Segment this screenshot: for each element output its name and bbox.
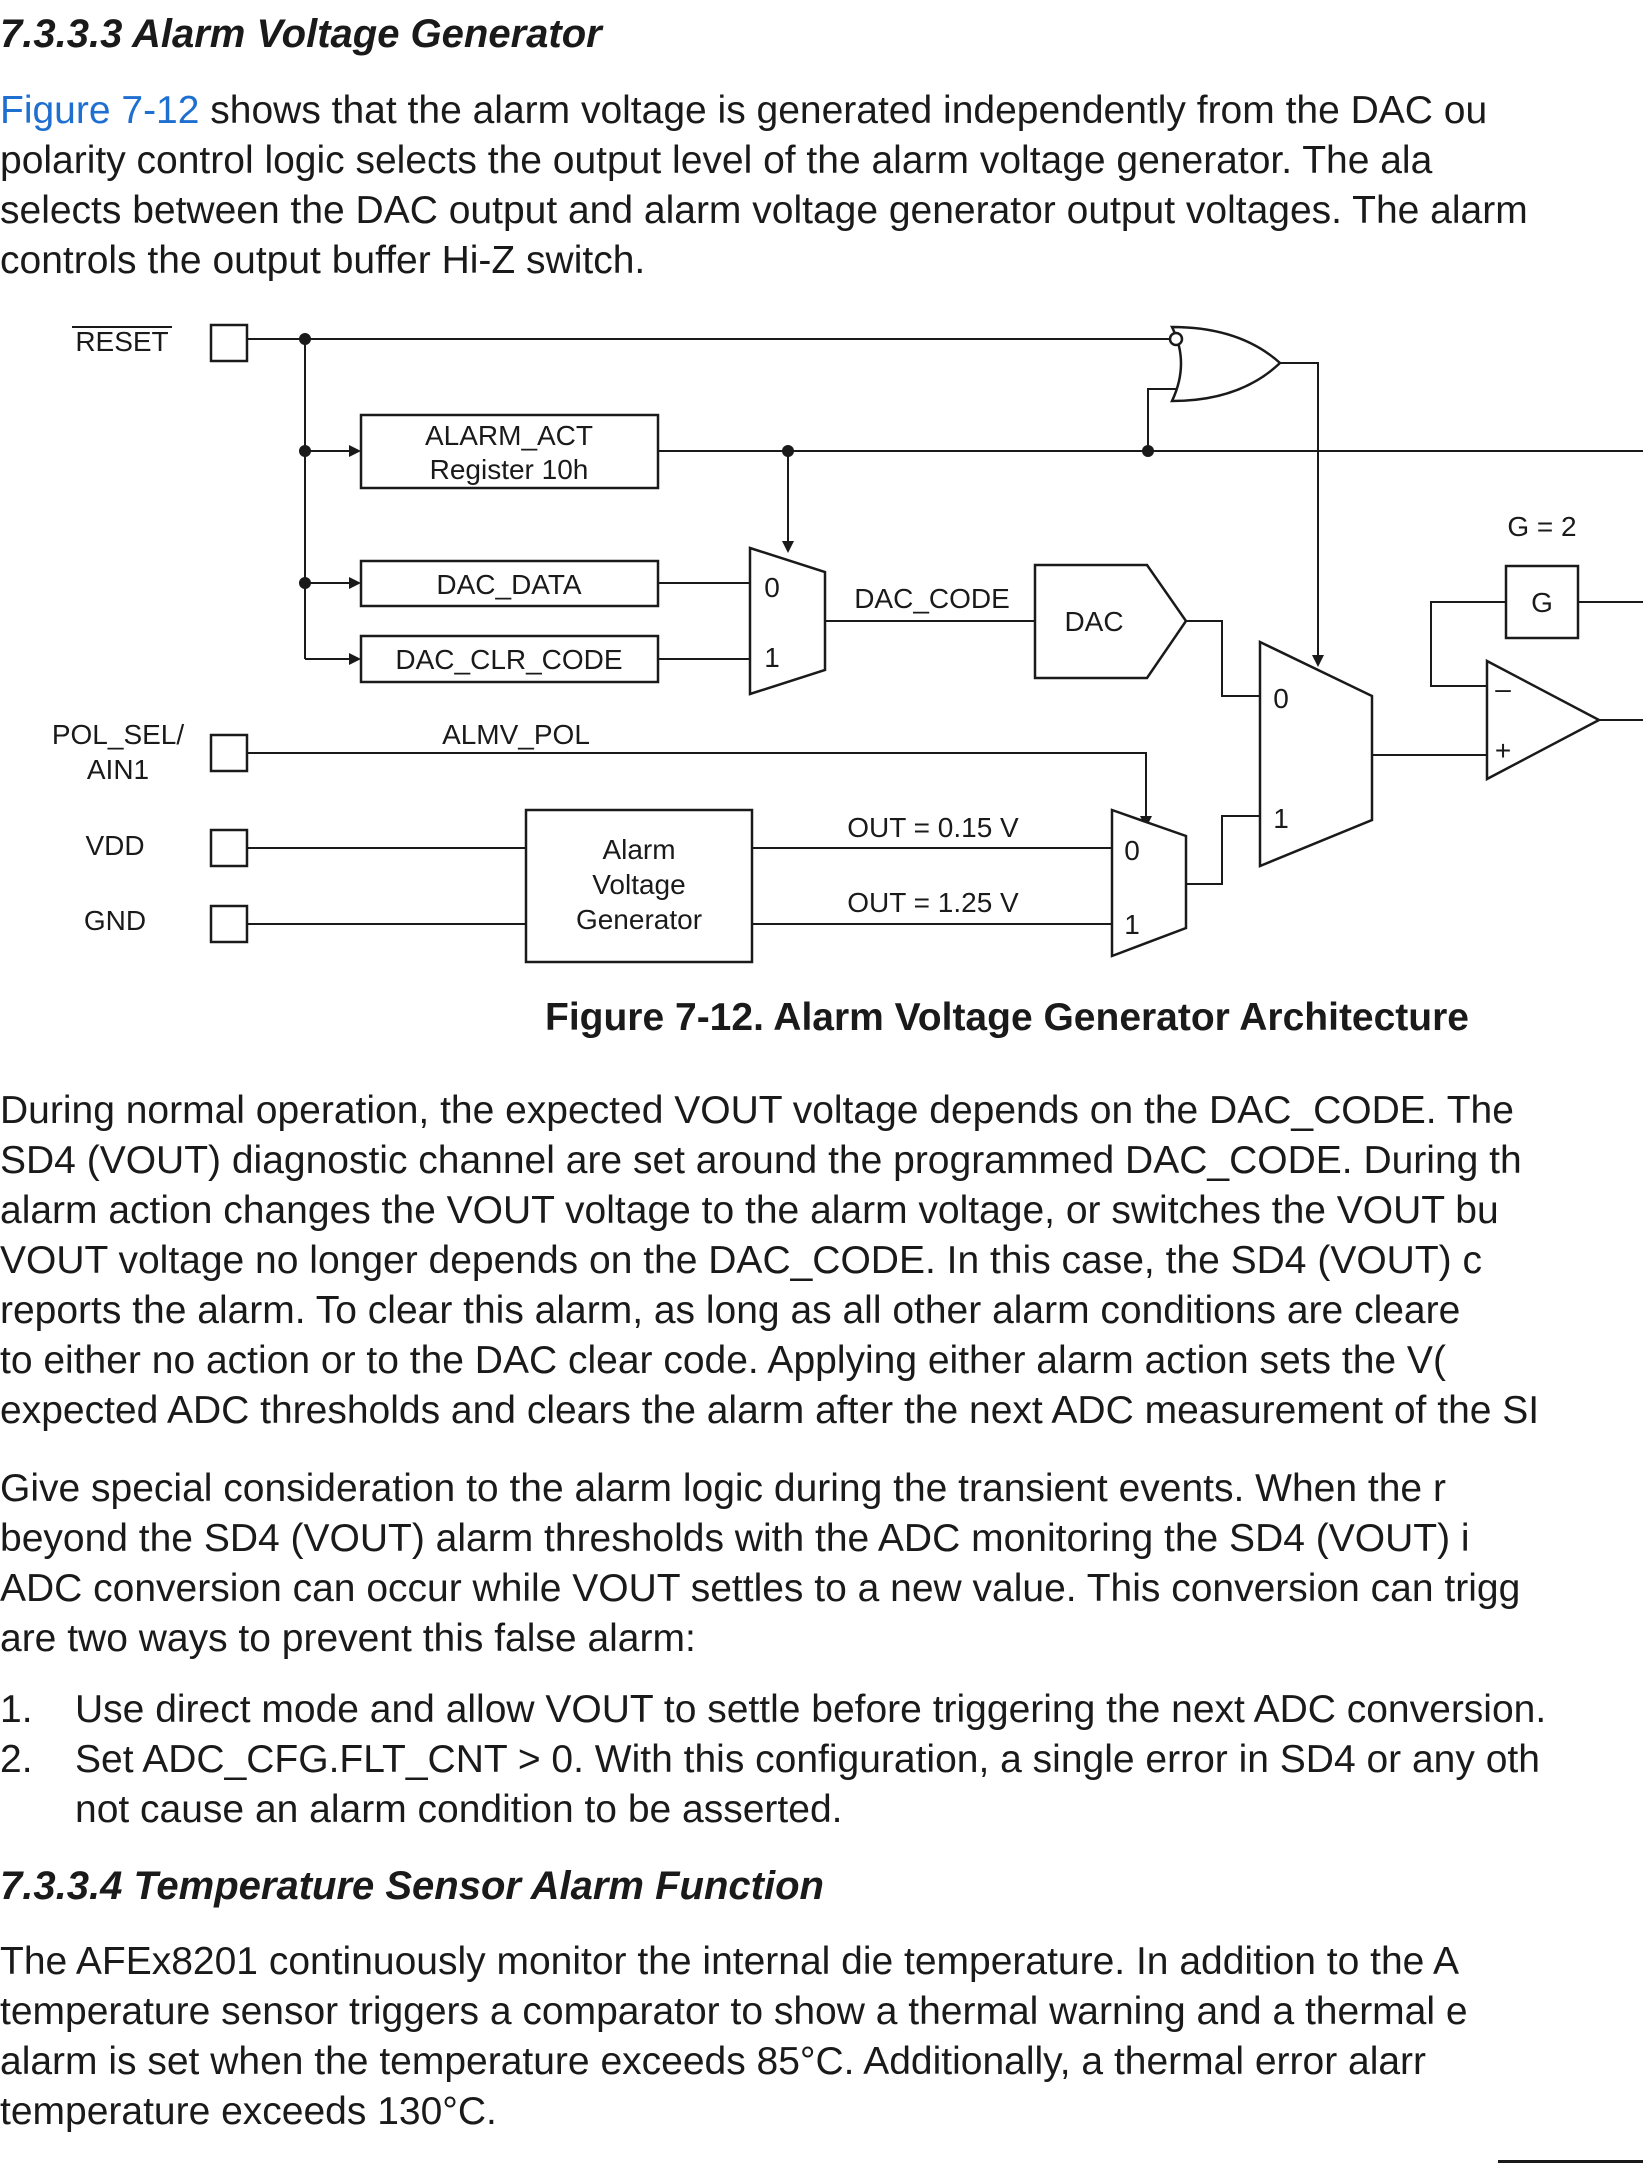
intro-line-1: Figure 7-12 shows that the alarm voltage… [0, 86, 1643, 136]
paragraph-line: alarm is set when the temperature exceed… [0, 2040, 1427, 2083]
vdd-pin-label: VDD [85, 830, 144, 861]
reset-pin-label: RESET [75, 326, 168, 357]
figure-caption: Figure 7-12. Alarm Voltage Generator Arc… [545, 996, 1469, 1039]
paragraph-line: are two ways to prevent this false alarm… [0, 1617, 696, 1660]
alarm-act-label-line1: ALARM_ACT [425, 420, 593, 451]
intro-line-2: polarity control logic selects the outpu… [0, 139, 1433, 182]
mux3-input-1-label: 1 [1124, 909, 1140, 940]
paragraph-line: Give special consideration to the alarm … [0, 1467, 1446, 1510]
pol-sel-pin [209, 733, 249, 773]
mux3-to-mux2 [1186, 815, 1260, 885]
almv-pol-wire [247, 752, 1152, 828]
or-gate-inverter-bubble [1168, 331, 1184, 347]
dac-to-mux2 [1186, 620, 1260, 697]
alarm-act-register [359, 413, 660, 490]
pol-sel-pin-label-line1: POL_SEL/ [52, 719, 185, 750]
paragraph-line: VOUT voltage no longer depends on the DA… [0, 1239, 1482, 1282]
list-item: 1. Use direct mode and allow VOUT to sett… [0, 1685, 1643, 1735]
intro-line-4: controls the output buffer Hi-Z switch. [0, 239, 646, 282]
paragraph-line: alarm action changes the VOUT voltage to… [0, 1189, 1499, 1232]
list-item-text: Set ADC_CFG.FLT_CNT > 0. With this confi… [75, 1738, 1540, 1781]
list-item-continuation: not cause an alarm condition to be asser… [0, 1785, 1643, 1835]
or-gate [1169, 325, 1282, 403]
gain-value-label: G = 2 [1507, 511, 1576, 542]
paragraph-line: The AFEx8201 continuously monitor the in… [0, 1940, 1460, 1983]
dac-block [1033, 563, 1188, 680]
dac-data-register [359, 559, 660, 608]
mux1 [748, 546, 827, 696]
intro-line-1-text: shows that the alarm voltage is generate… [199, 89, 1488, 132]
paragraph-line: During normal operation, the expected VO… [0, 1089, 1514, 1132]
paragraph-line: expected ADC thresholds and clears the a… [0, 1389, 1540, 1432]
mux1-input-0-label: 0 [764, 572, 780, 603]
opamp-minus-label: – [1495, 673, 1511, 704]
paragraph-line: temperature exceeds 130°C. [0, 2090, 497, 2133]
gain-block-label: G [1531, 587, 1553, 618]
dac-data-label: DAC_DATA [436, 569, 582, 600]
mux1-input-1-label: 1 [764, 642, 780, 673]
paragraph-line: SD4 (VOUT) diagnostic channel are set ar… [0, 1139, 1522, 1182]
list-item-text: Use direct mode and allow VOUT to settle… [75, 1688, 1547, 1731]
paragraph-line: ADC conversion can occur while VOUT sett… [0, 1567, 1521, 1610]
dac-clr-code-label: DAC_CLR_CODE [395, 644, 622, 675]
or-gate-to-mux2-select [1280, 362, 1324, 667]
dac-block-label: DAC [1064, 606, 1123, 637]
almv-pol-label: ALMV_POL [442, 719, 590, 750]
section-heading-7-3-3-4: 7.3.3.4 Temperature Sensor Alarm Functio… [0, 1864, 824, 1908]
paragraph-line: temperature sensor triggers a comparator… [0, 1990, 1468, 2033]
gain-feedback-wire [1430, 601, 1506, 687]
gnd-pin [209, 904, 249, 944]
opamp-plus-label: + [1495, 735, 1511, 766]
vdd-pin [209, 828, 249, 868]
alarm-act-label-line2: Register 10h [430, 454, 589, 485]
out-high-label: OUT = 1.25 V [847, 887, 1019, 918]
normal-operation-paragraph: During normal operation, the expected VO… [0, 1086, 1643, 1436]
footer-rule [1498, 2160, 1643, 2163]
avg-label-line3: Generator [576, 904, 702, 935]
paragraph-line: reports the alarm. To clear this alarm, … [0, 1289, 1461, 1332]
list-item-number: 2. [0, 1738, 33, 1781]
alarm-voltage-generator-diagram: RESET POL_SEL/ AIN1 VDD GND ALARM_ACT Re… [52, 323, 1643, 964]
temperature-paragraph: The AFEx8201 continuously monitor the in… [0, 1937, 1643, 2137]
paragraph-line: to either no action or to the DAC clear … [0, 1339, 1446, 1382]
reset-pin [209, 323, 249, 363]
dac-code-label: DAC_CODE [854, 583, 1010, 614]
figure-7-12-link[interactable]: Figure 7-12 [0, 89, 200, 132]
out-low-label: OUT = 0.15 V [847, 812, 1019, 843]
list-item-number: 1. [0, 1688, 33, 1731]
alarm-voltage-generator-block [524, 808, 754, 964]
opamp [1485, 658, 1602, 782]
prevention-list: 1. Use direct mode and allow VOUT to sett… [0, 1685, 1643, 1835]
intro-line-3: selects between the DAC output and alarm… [0, 189, 1528, 232]
avg-label-line2: Voltage [592, 869, 685, 900]
paragraph-line: beyond the SD4 (VOUT) alarm thresholds w… [0, 1517, 1470, 1560]
transient-events-paragraph: Give special consideration to the alarm … [0, 1464, 1643, 1664]
intro-paragraph: Figure 7-12 shows that the alarm voltage… [0, 86, 1643, 286]
mux2-input-0-label: 0 [1273, 683, 1289, 714]
avg-label-line1: Alarm [602, 834, 675, 865]
section-heading-7-3-3-3: 7.3.3.3 Alarm Voltage Generator [0, 12, 602, 56]
pol-sel-pin-label-line2: AIN1 [87, 754, 149, 785]
gnd-pin-label: GND [84, 905, 146, 936]
mux3 [1110, 808, 1188, 958]
list-item-text: not cause an alarm condition to be asser… [75, 1788, 843, 1831]
mux3-input-0-label: 0 [1124, 835, 1140, 866]
list-item: 2. Set ADC_CFG.FLT_CNT > 0. With this con… [0, 1735, 1643, 1785]
mux2 [1258, 640, 1374, 868]
mux2-input-1-label: 1 [1273, 803, 1289, 834]
alarm-act-to-or-gate [1147, 388, 1182, 451]
